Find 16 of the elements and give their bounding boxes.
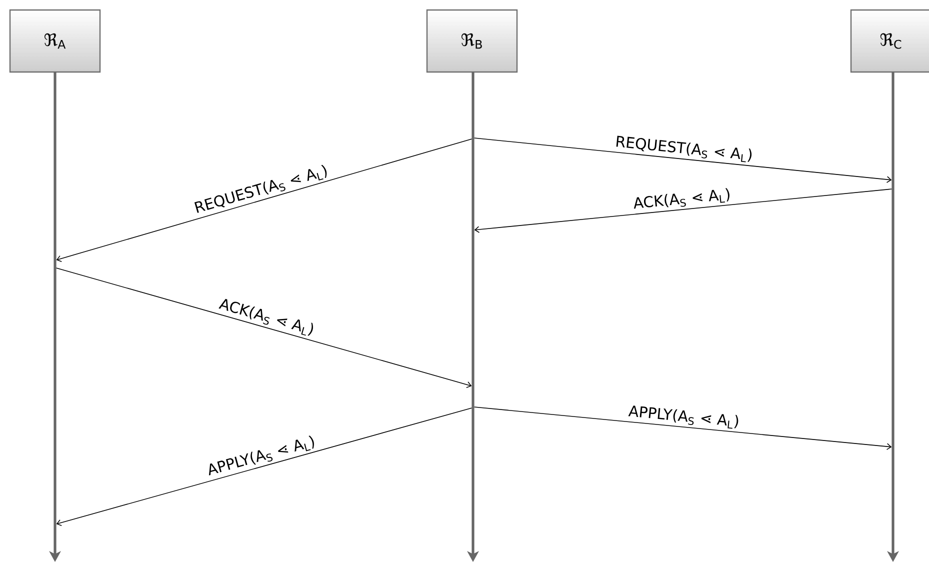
message-arrow: [56, 408, 472, 526]
message-arrow: [474, 138, 892, 183]
edge-label: ACK(A$_{S}$ ⋖ A$_{L}$): [634, 188, 730, 209]
lifeline-box: ℜ$_{B}$: [426, 9, 518, 73]
lifeline-arrow: [467, 72, 479, 562]
message-arrow: [474, 406, 892, 450]
lifeline-box: ℜ$_{A}$: [9, 9, 101, 73]
message-arrow: [56, 138, 472, 262]
lifeline-box: ℜ$_{C}$: [850, 9, 929, 73]
edge-label: REQUEST(A$_{S}$ ⋖ A$_{L}$): [616, 136, 752, 162]
lifeline-arrow: [887, 72, 899, 562]
edge-label: APPLY(A$_{S}$ ⋖ A$_{L}$): [628, 406, 738, 429]
message-arrow: [474, 188, 892, 233]
message-arrow: [56, 268, 472, 388]
lifeline-arrow: [49, 72, 61, 562]
edge-label: ACK(A$_{S}$ ⋖ A$_{L}$): [218, 298, 314, 336]
